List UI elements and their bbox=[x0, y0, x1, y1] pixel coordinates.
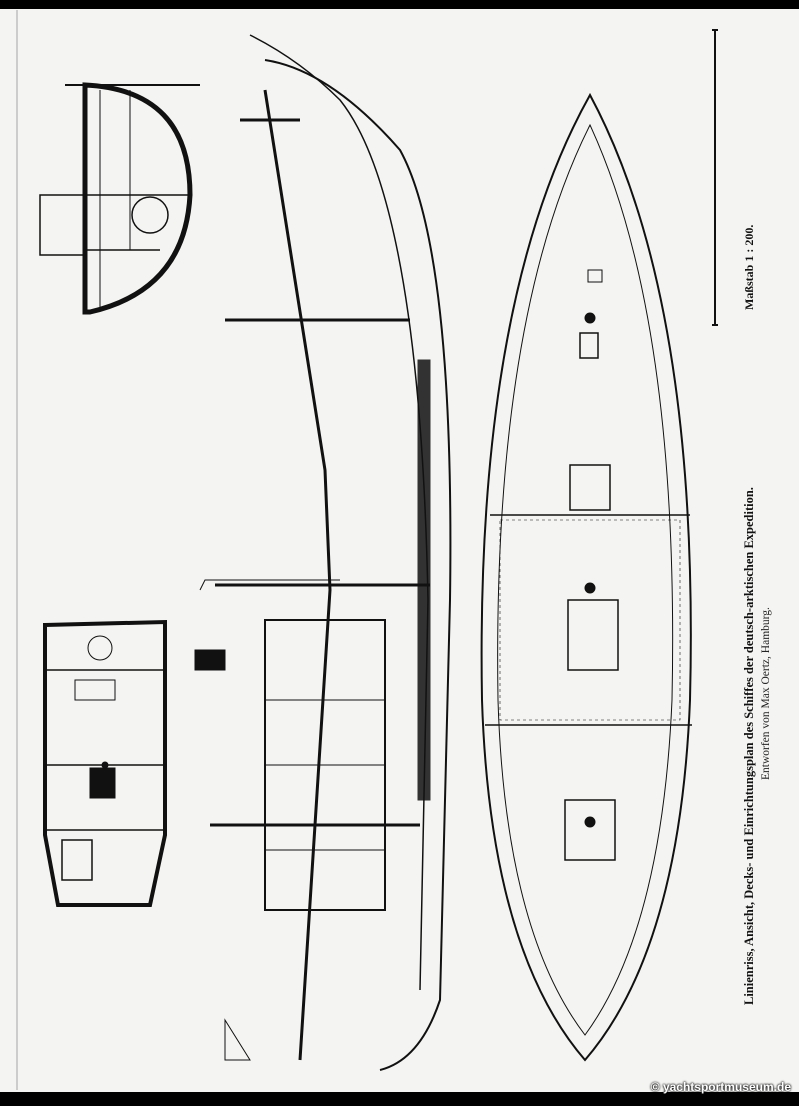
cross-section-drawing bbox=[39, 82, 200, 315]
watermark: © yachtsportmuseum.de bbox=[650, 1080, 791, 1094]
top-border bbox=[0, 0, 799, 9]
lower-deck-plan bbox=[43, 619, 167, 907]
bottom-border bbox=[0, 1092, 799, 1106]
scale-label: Maßstab 1 : 200. bbox=[742, 224, 756, 310]
drawing-title: Linienriss, Ansicht, Decks- und Einricht… bbox=[742, 487, 756, 1005]
side-elevation-drawing bbox=[194, 34, 452, 1071]
designer-credit: Entworfen von Max Oertz, Hamburg. bbox=[760, 607, 772, 780]
main-deck-plan bbox=[480, 92, 692, 1062]
scale-bar bbox=[712, 29, 718, 326]
